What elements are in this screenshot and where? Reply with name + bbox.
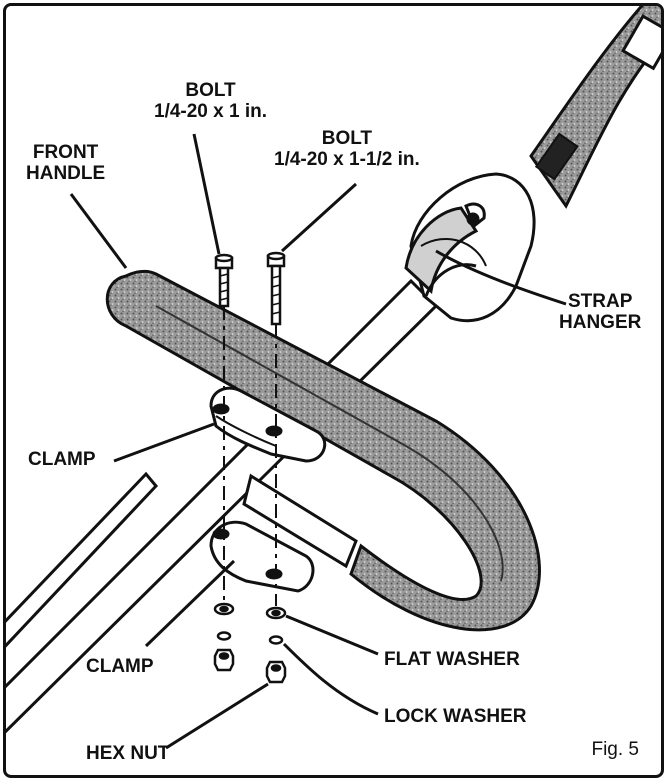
leader-flat-washer bbox=[285, 614, 379, 656]
strap-hanger-housing bbox=[404, 172, 536, 323]
leader-lines bbox=[69, 133, 567, 750]
leader-bolt-short bbox=[192, 133, 221, 255]
hex-nut-right bbox=[265, 660, 287, 684]
label-bolt-long-size: 1/4-20 x 1-1/2 in. bbox=[274, 149, 420, 170]
label-strap-hanger-line2: HANGER bbox=[559, 312, 642, 333]
label-bolt-short: BOLT 1/4-20 x 1 in. bbox=[154, 80, 267, 122]
label-clamp-upper: CLAMP bbox=[28, 449, 96, 470]
bolt-short-part bbox=[214, 253, 234, 308]
leader-strap-hanger bbox=[435, 249, 567, 306]
label-bolt-short-size: 1/4-20 x 1 in. bbox=[154, 101, 268, 122]
leader-bolt-long bbox=[280, 182, 358, 253]
label-hex-nut: HEX NUT bbox=[86, 743, 170, 764]
label-lock-washer: LOCK WASHER bbox=[384, 706, 527, 727]
label-front-handle-line1: FRONT bbox=[32, 142, 99, 163]
leader-front-handle bbox=[69, 193, 128, 269]
alignment-lines bbox=[223, 306, 277, 606]
label-strap-hanger-line1: STRAP bbox=[567, 291, 633, 312]
hex-nut-left bbox=[213, 648, 235, 672]
figure-number: Fig. 5 bbox=[591, 739, 639, 760]
lock-washer-left bbox=[216, 631, 232, 641]
flat-washer-right bbox=[265, 606, 287, 620]
assembly-illustration bbox=[6, 6, 661, 750]
bolt-long-part bbox=[266, 251, 286, 326]
label-flat-washer: FLAT WASHER bbox=[384, 649, 520, 670]
leader-clamp-upper bbox=[113, 422, 215, 463]
leader-hex-nut bbox=[165, 682, 269, 750]
leader-lock-washer bbox=[282, 642, 379, 716]
diagram-frame: BOLT 1/4-20 x 1 in. BOLT 1/4-20 x 1-1/2 … bbox=[3, 3, 664, 778]
label-bolt-long-name: BOLT bbox=[321, 128, 373, 149]
flat-washer-left bbox=[213, 602, 235, 616]
label-clamp-lower: CLAMP bbox=[86, 656, 154, 677]
front-handle bbox=[105, 269, 541, 632]
label-front-handle-line2: HANDLE bbox=[26, 163, 106, 184]
label-front-handle: FRONT HANDLE bbox=[26, 142, 105, 184]
label-bolt-long: BOLT 1/4-20 x 1-1/2 in. bbox=[274, 128, 420, 170]
leader-clamp-lower bbox=[144, 559, 236, 648]
upper-grip bbox=[529, 6, 661, 209]
label-bolt-short-name: BOLT bbox=[185, 80, 236, 101]
label-strap-hanger: STRAP HANGER bbox=[559, 291, 641, 333]
lock-washer-right bbox=[268, 635, 284, 645]
